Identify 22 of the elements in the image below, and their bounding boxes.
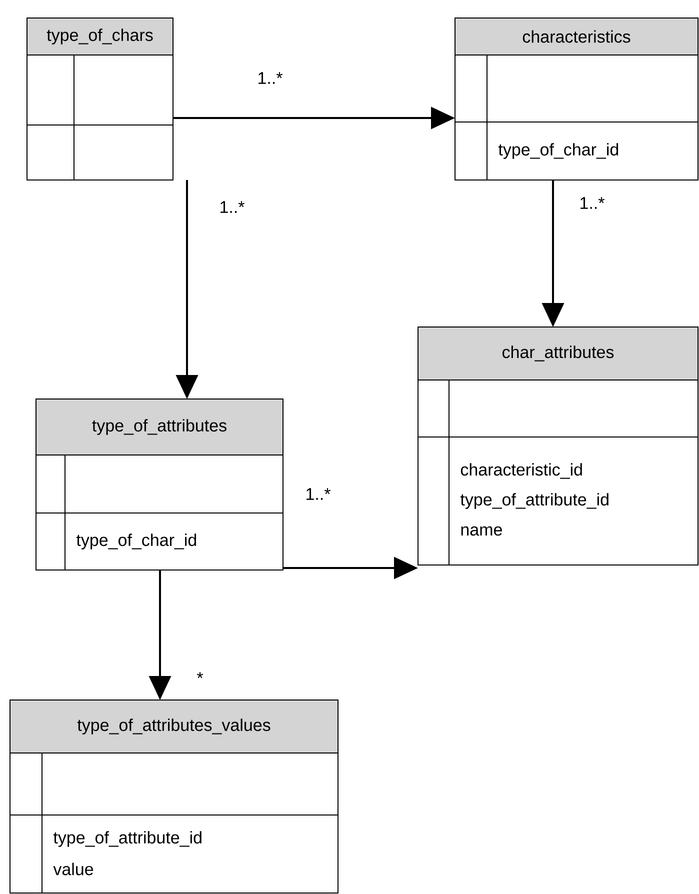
- table-box: [36, 398, 284, 570]
- field-name: type_of_attribute_id: [460, 493, 608, 509]
- edge-label: 1..*: [304, 487, 332, 501]
- table-title: type_of_attributes: [92, 419, 226, 435]
- table-box: [418, 326, 698, 566]
- table-title: type_of_attributes_values: [77, 718, 270, 734]
- field-name: name: [461, 526, 502, 536]
- table-title: characteristics: [522, 30, 630, 43]
- table-title: char_attributes: [502, 346, 614, 362]
- field-name: value: [53, 862, 94, 876]
- field-name: characteristic_id: [460, 463, 582, 479]
- edge-label: 1..*: [218, 200, 246, 214]
- edge-label: 1..*: [256, 71, 284, 85]
- table-box: [10, 700, 338, 894]
- table-title: type_of_chars: [46, 28, 153, 44]
- edge-label: *: [196, 671, 204, 685]
- edge-label: 1..*: [578, 196, 606, 210]
- field-name: type_of_attribute_id: [53, 831, 202, 847]
- field-name: type_of_char_id: [76, 534, 196, 550]
- table-box: [26, 18, 174, 180]
- table-box: [454, 18, 698, 180]
- field-name: type_of_char_id: [498, 143, 618, 159]
